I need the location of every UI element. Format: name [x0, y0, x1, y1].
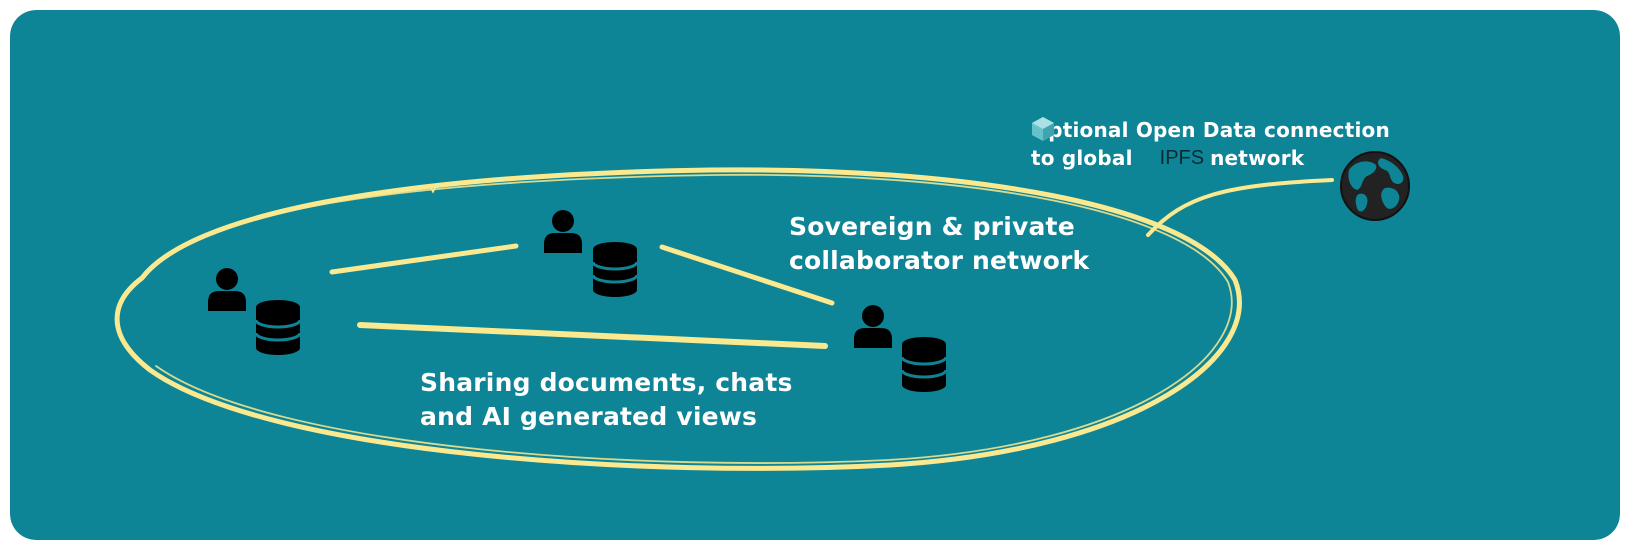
- network-boundary: [114, 167, 1242, 471]
- sharing-label-line-2: and AI generated views: [420, 402, 758, 431]
- ipfs-logo: IPFS: [1032, 117, 1205, 172]
- global-connection-line: [1146, 178, 1334, 237]
- diagram-panel: Sovereign & private collaborator network…: [10, 10, 1620, 540]
- open-data-label-line-2: to global IPFS network: [1031, 117, 1390, 172]
- collaborator-node-right: [854, 305, 948, 392]
- collaborator-node-left: [208, 268, 302, 355]
- ipfs-cube-icon: [1032, 117, 1054, 141]
- globe-icon: [1340, 151, 1410, 221]
- collaborator-node-top: [544, 210, 639, 297]
- user-icon: [544, 210, 582, 253]
- open-data-suffix: network: [1210, 146, 1305, 170]
- sharing-label-line-1: Sharing documents, chats: [420, 368, 793, 397]
- network-label-line-1: Sovereign & private: [789, 212, 1075, 241]
- sharing-label: Sharing documents, chats and AI generate…: [420, 366, 793, 434]
- network-label: Sovereign & private collaborator network: [789, 210, 1089, 278]
- open-data-prefix: to global: [1031, 146, 1133, 170]
- link-top-right: [659, 244, 835, 306]
- user-icon: [854, 305, 892, 348]
- diagram-canvas: [10, 10, 1620, 540]
- open-data-label: Optional Open Data connection to global …: [1031, 116, 1390, 172]
- network-label-line-2: collaborator network: [789, 246, 1090, 275]
- link-left-right: [357, 322, 828, 349]
- panel-background: [10, 10, 1620, 540]
- link-left-top: [329, 243, 519, 275]
- database-icon: [254, 300, 302, 355]
- database-icon: [591, 242, 639, 297]
- database-icon: [900, 337, 948, 392]
- ipfs-wordmark: IPFS: [1159, 147, 1205, 169]
- open-data-label-line-1: Optional Open Data connection: [1031, 118, 1390, 142]
- user-icon: [208, 268, 246, 311]
